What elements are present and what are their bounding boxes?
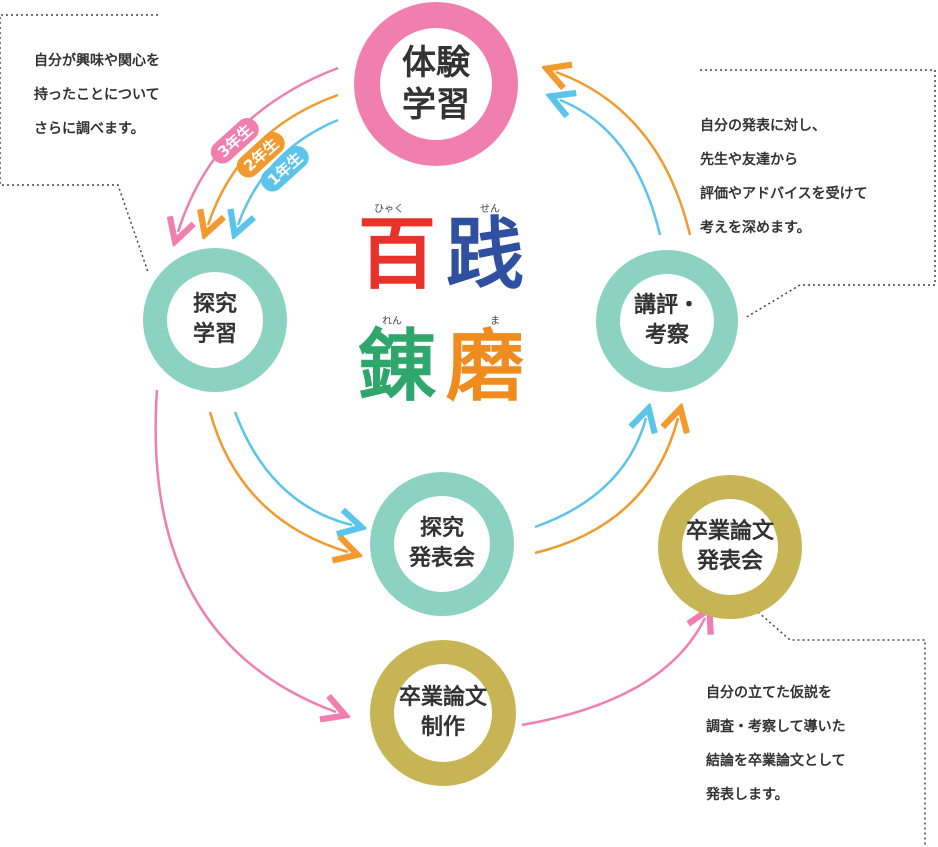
logo-char-sen: 践 [446, 210, 525, 300]
note-line: 自分の発表に対し、 [700, 118, 826, 134]
ruby-ma: ま [490, 316, 500, 327]
center-logo: ひゃく せん 百 践 れん ま 錬 磨 [352, 200, 532, 425]
note-line: 自分が興味や関心を [34, 53, 160, 69]
node-sotsuron-happyo-label: 卒業論文 発表会 [685, 519, 774, 574]
node-tankyu-gakushu: 探究 学習 [143, 248, 287, 392]
arrow-happyo-orange [534, 418, 678, 555]
logo-char-ma: 磨 [446, 322, 525, 412]
callout-line-top-left [0, 14, 158, 273]
note-line: 自分の立てた仮説を [706, 685, 832, 701]
node-sotsuron-seisaku-label: 卒業論文 制作 [398, 685, 487, 740]
logo-char-ren: 錬 [358, 322, 437, 412]
node-kohyo-label: 講評・ 考察 [633, 293, 700, 348]
note-line: 結論を卒業論文として [706, 753, 846, 769]
callout-line-right [700, 69, 936, 319]
node-happyokai-label: 探究 発表会 [408, 516, 475, 571]
note-line: さらに調べます。 [34, 121, 145, 137]
callout-line-bottom-right [757, 611, 926, 845]
arrow-pink-happyo [521, 618, 705, 727]
node-tankyu-label: 探究 学習 [192, 292, 237, 347]
note-bottom-right: 自分の立てた仮説を 調査・考察して導いた 結論を卒業論文として 発表します。 [706, 676, 846, 812]
logo-char-hyaku: 百 [358, 210, 437, 300]
node-sotsuron-happyokai: 卒業論文 発表会 [658, 475, 802, 619]
arrow-kohyo-orange [556, 72, 692, 236]
arrow-tankyu-orange [208, 411, 348, 552]
note-right: 自分の発表に対し、 先生や友達から 評価やアドバイスを受けて 考えを深めます。 [700, 109, 868, 245]
note-line: 先生や友達から [700, 152, 798, 168]
ruby-ren: れん [382, 316, 402, 327]
node-taiken-label: 体験 学習 [402, 43, 470, 125]
note-top-left: 自分が興味や関心を 持ったことについて さらに調べます。 [34, 44, 160, 146]
node-sotsuron-seisaku: 卒業論文 制作 [370, 640, 516, 786]
note-line: 調査・考察して導いた [706, 719, 846, 735]
note-line: 持ったことについて [34, 87, 160, 103]
note-line: 評価やアドバイスを受けて [700, 186, 868, 202]
ruby-hyaku: ひゃく [374, 204, 404, 215]
node-taiken-gakushu: 体験 学習 [354, 2, 518, 166]
arrow-happyo-blue [534, 418, 646, 529]
note-line: 考えを深めます。 [700, 220, 811, 236]
arrow-tankyu-blue [233, 411, 352, 525]
node-kohyo-kosatsu: 講評・ 考察 [596, 250, 738, 392]
arrow-pink-seisaku [154, 389, 336, 712]
ruby-sen: せん [480, 204, 500, 215]
arrow-kohyo-blue [560, 100, 662, 236]
node-tankyu-happyokai: 探究 発表会 [370, 472, 514, 616]
note-line: 発表します。 [706, 787, 789, 803]
